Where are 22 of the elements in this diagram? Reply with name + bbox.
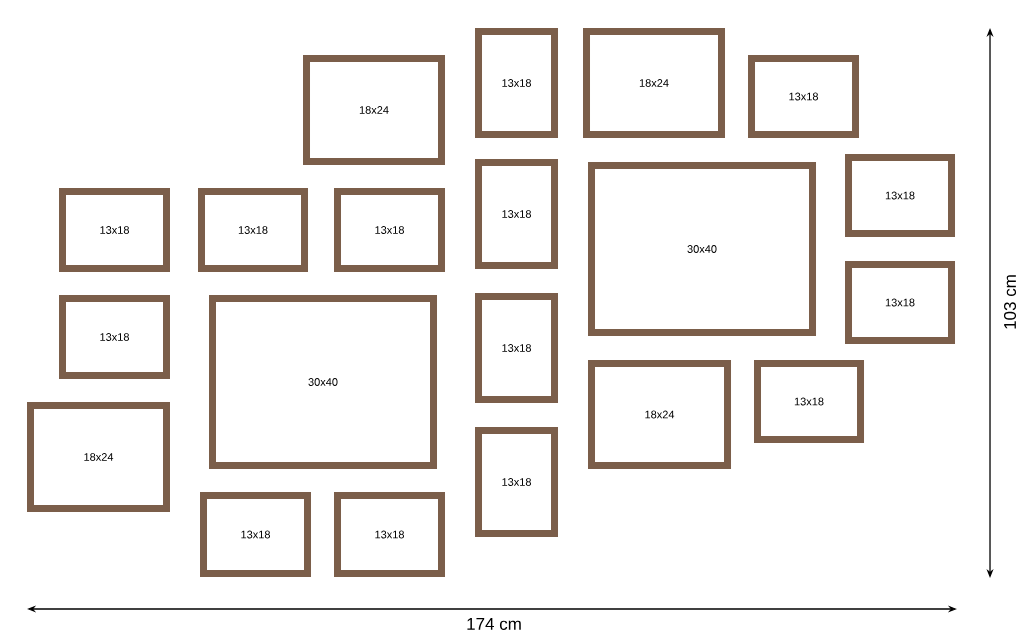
picture-frame: 18x24 [303,55,445,165]
dimension-label: 174 cm [467,618,521,630]
picture-frame: 30x40 [588,162,816,336]
picture-frame: 13x18 [334,492,445,577]
picture-frame: 13x18 [200,492,311,577]
picture-frame: 13x18 [475,293,558,403]
picture-frame: 18x24 [27,402,170,512]
picture-frame: 13x18 [845,261,955,344]
picture-frame: 13x18 [59,188,170,272]
picture-frame: 13x18 [845,154,955,237]
picture-frame: 13x18 [198,188,308,272]
picture-frame: 18x24 [588,360,731,469]
dimension-label: 103 cm [1004,275,1017,329]
picture-frame: 30x40 [209,295,437,469]
picture-frame: 13x18 [475,159,558,269]
picture-frame: 13x18 [475,28,558,138]
picture-frame: 13x18 [748,55,859,138]
picture-frame: 13x18 [334,188,445,272]
picture-frame: 18x24 [583,28,725,138]
picture-frame: 13x18 [754,360,864,443]
picture-frame: 13x18 [59,295,170,379]
picture-frame: 13x18 [475,427,558,537]
